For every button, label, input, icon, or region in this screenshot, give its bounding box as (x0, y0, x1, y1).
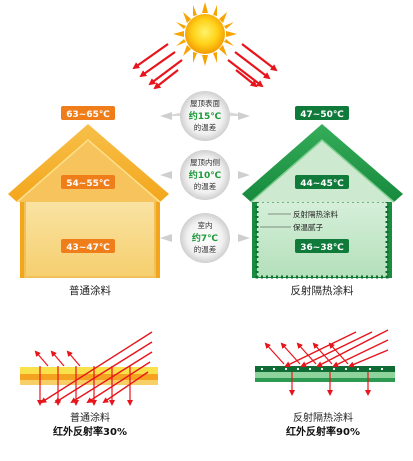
comparison-3-line1: 室内 (198, 220, 213, 230)
layer-label-coating: 反射隔热涂料 (293, 209, 338, 219)
ordinary-transmitted-rays (37, 366, 133, 406)
comparison-1-line1: 屋顶表面 (190, 98, 220, 108)
ordinary-layer-middle (20, 374, 158, 380)
comparison-bubble-indoor: 室内 约7℃ 的温差 (160, 213, 250, 263)
reflective-layer-top (255, 366, 395, 372)
left-room-temp: 43~47℃ (66, 243, 110, 253)
left-attic-temp: 54~55℃ (66, 179, 110, 189)
layer-label-putty: 保温腻子 (293, 223, 323, 232)
reflective-layer-middle (255, 372, 395, 378)
comparison-1-line3: 的温差 (194, 122, 217, 132)
comparison-bubble-roof-inner: 屋顶内侧 约10℃ 的温差 (160, 150, 250, 200)
comparison-1-value: 约15℃ (189, 110, 222, 122)
right-attic-temp: 44~45℃ (300, 179, 344, 189)
sun-rays-right (227, 43, 278, 88)
left-room-temp-badge: 43~47℃ (61, 239, 115, 253)
ordinary-layer-bottom (20, 380, 158, 385)
left-house-caption: 普通涂料 (69, 284, 111, 297)
right-layer-labels: 反射隔热涂料 保温腻子 (260, 209, 338, 232)
comparison-2-value: 约10℃ (189, 169, 222, 181)
left-house-attic (17, 140, 160, 202)
comparison-2-line1: 屋顶内侧 (190, 157, 220, 167)
ordinary-reflected-rays (34, 350, 81, 367)
right-attic-temp-badge: 44~45℃ (295, 175, 349, 189)
left-attic-temp-badge: 54~55℃ (61, 175, 115, 189)
right-house-attic (251, 140, 394, 202)
bottom-right-reflectance: 红外反射率90% (286, 425, 360, 438)
ordinary-layer-top (20, 367, 158, 374)
right-room-temp-badge: 36~38℃ (295, 239, 349, 253)
comparison-3-line3: 的温差 (194, 244, 217, 254)
bottom-left-caption: 普通涂料 (70, 411, 110, 424)
sun-rays-left (132, 43, 183, 90)
right-house (242, 124, 403, 279)
comparison-bubble-roof-surface: 屋顶表面 约15℃ 的温差 (160, 91, 250, 141)
left-house (8, 124, 169, 278)
reflective-coating-cross-section (255, 329, 395, 396)
reflective-layer-beads (260, 367, 384, 371)
comparison-3-value: 约7℃ (192, 232, 218, 244)
left-roof-temp: 63~65℃ (66, 110, 110, 120)
comparison-2-line3: 的温差 (194, 181, 217, 191)
ordinary-coating-cross-section (20, 331, 158, 406)
reflective-layer-bottom (255, 378, 395, 382)
reflective-reflected-rays (264, 342, 349, 365)
reflective-incoming-rays (284, 329, 389, 368)
right-house-caption: 反射隔热涂料 (291, 284, 354, 297)
left-roof-temp-badge: 63~65℃ (61, 106, 115, 120)
bottom-left-reflectance: 红外反射率30% (53, 425, 127, 438)
right-room-temp: 36~38℃ (300, 243, 344, 253)
sun-icon (173, 2, 237, 66)
bottom-right-caption: 反射隔热涂料 (293, 411, 353, 424)
right-roof-temp: 47~50℃ (300, 110, 344, 120)
right-roof-temp-badge: 47~50℃ (295, 106, 349, 120)
reflective-transmitted-rays (289, 372, 371, 396)
